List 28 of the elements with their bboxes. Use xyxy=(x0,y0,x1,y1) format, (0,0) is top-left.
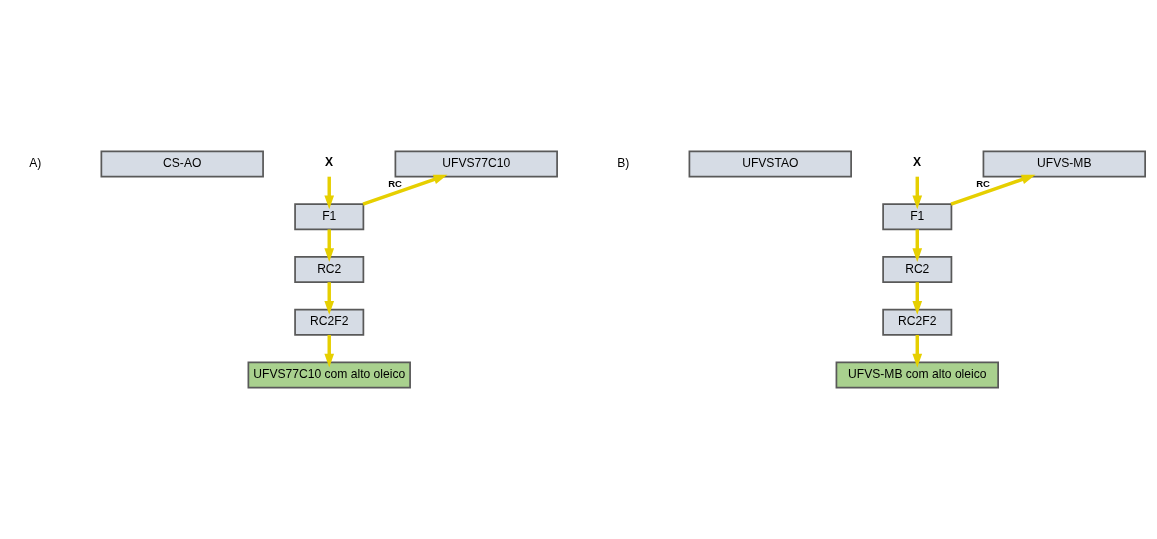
node-box: UFVS-MB com alto oleico xyxy=(835,361,999,389)
node-box: RC2 xyxy=(294,256,365,283)
label: B) xyxy=(617,156,630,171)
node-text: X xyxy=(912,155,922,170)
edge-label: RC xyxy=(388,177,402,189)
node-box: UFVS77C10 com alto oleico xyxy=(247,361,411,389)
node-box: UFVS-MB xyxy=(982,150,1146,178)
arrow xyxy=(912,229,923,263)
arrow xyxy=(324,229,335,263)
node-box: UFVSTAO xyxy=(688,150,852,178)
label: A) xyxy=(29,156,42,171)
arrow xyxy=(912,176,923,210)
arrow xyxy=(362,174,448,206)
edge-label: RC xyxy=(976,177,990,189)
node-text: X xyxy=(324,155,333,170)
arrow xyxy=(324,176,335,210)
arrow xyxy=(324,282,335,315)
arrow xyxy=(912,282,923,315)
node-box: RC2F2 xyxy=(294,308,365,336)
arrow xyxy=(950,174,1036,206)
node-box: RC2F2 xyxy=(882,308,953,336)
node-box: CS-AO xyxy=(100,150,264,178)
node-box: UFVS77C10 xyxy=(394,150,558,178)
arrow xyxy=(912,334,923,368)
arrow xyxy=(324,334,335,368)
node-box: F1 xyxy=(882,203,953,231)
node-box: F1 xyxy=(294,203,365,231)
node-box: RC2 xyxy=(882,256,953,283)
